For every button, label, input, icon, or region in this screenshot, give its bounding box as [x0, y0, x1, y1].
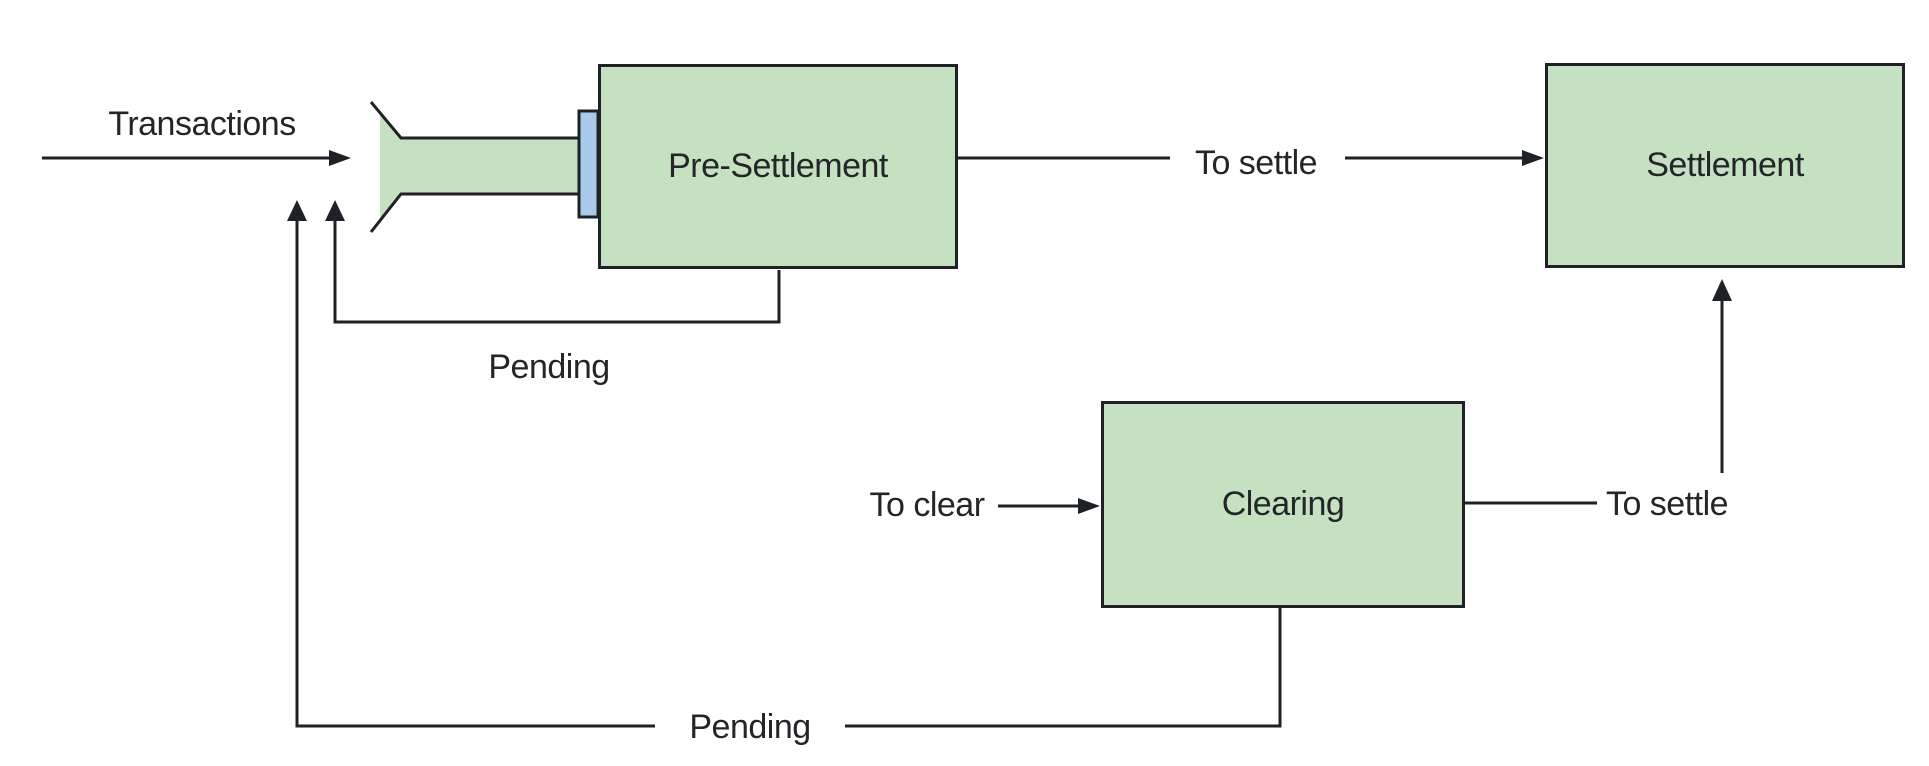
pending-upper-label: Pending — [488, 348, 610, 386]
to-clear-arrowhead-icon — [1078, 498, 1100, 514]
pending-lower-line-right — [845, 608, 1282, 728]
pending-lower-label: Pending — [689, 708, 811, 746]
settlement-box-label: Settlement — [1646, 145, 1804, 184]
clearing-box-label: Clearing — [1221, 484, 1345, 523]
to-settle-right-label: To settle — [1605, 485, 1729, 523]
pending-upper-arrowhead-icon — [325, 200, 345, 221]
pending-lower-arrowhead-icon — [287, 200, 307, 221]
transactions-arrowhead-icon — [329, 150, 351, 166]
to-settle-right-arrowhead-icon — [1712, 279, 1732, 301]
pre-settlement-box-label: Pre-Settlement — [668, 146, 888, 185]
to-clear-label: To clear — [869, 486, 985, 524]
to-settle-top-arrowhead-icon — [1522, 150, 1544, 166]
settlement-box: Settlement — [1545, 63, 1905, 268]
clearing-box: Clearing — [1101, 401, 1465, 608]
transactions-label: Transactions — [108, 105, 296, 143]
funnel-icon — [380, 112, 580, 222]
funnel-top-edge — [369, 101, 580, 140]
pending-lower-line-left — [295, 219, 655, 728]
pending-upper-loop-line — [333, 219, 781, 324]
pre-settlement-box: Pre-Settlement — [598, 64, 958, 269]
to-settle-top-label: To settle — [1194, 144, 1318, 182]
slot-bar-icon — [577, 109, 600, 219]
funnel-bottom-edge — [369, 192, 580, 233]
